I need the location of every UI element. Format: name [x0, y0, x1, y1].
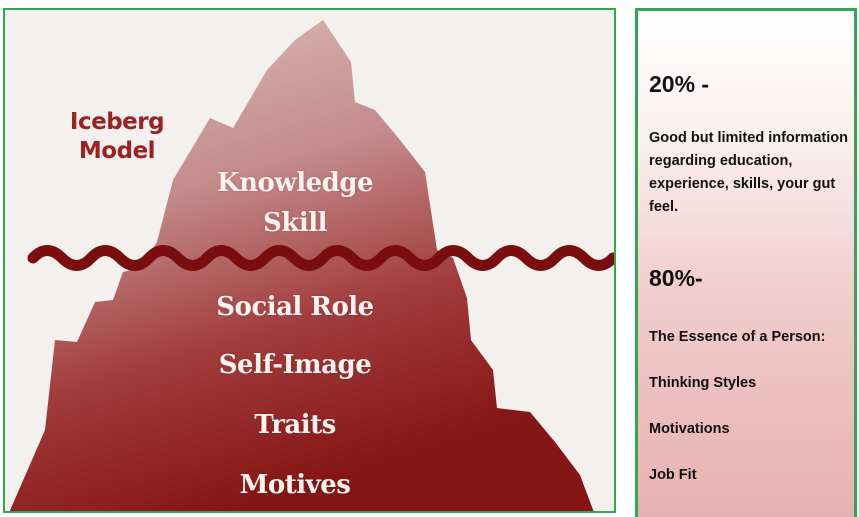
above-water-percent: 20% - [649, 71, 710, 97]
essence-item-motivations: Motivations [649, 421, 730, 437]
model-title: Iceberg Model [57, 108, 177, 166]
explanation-panel: 20% - Good but limited information regar… [635, 8, 857, 517]
layer-self-image: Self-Image [218, 350, 372, 380]
essence-intro: The Essence of a Person: [649, 329, 826, 345]
layer-knowledge: Knowledge [216, 168, 374, 198]
essence-item-thinking-styles: Thinking Styles [649, 375, 757, 391]
model-title-line-1: Iceberg [69, 109, 165, 135]
iceberg-graphic [9, 20, 614, 511]
above-water-description: Good but limited information regarding e… [649, 130, 848, 215]
layer-social-role: Social Role [216, 292, 374, 322]
essence-item-job-fit: Job Fit [649, 467, 697, 483]
layer-traits: Traits [254, 410, 336, 440]
below-water-percent: 80%- [649, 265, 703, 291]
layer-skill: Skill [263, 208, 327, 238]
waterline-wave [27, 245, 614, 271]
layer-motives: Motives [239, 470, 351, 500]
iceberg-diagram-panel: Iceberg Model Knowledge Skill Social Rol… [3, 8, 616, 513]
model-title-line-2: Model [78, 138, 156, 164]
